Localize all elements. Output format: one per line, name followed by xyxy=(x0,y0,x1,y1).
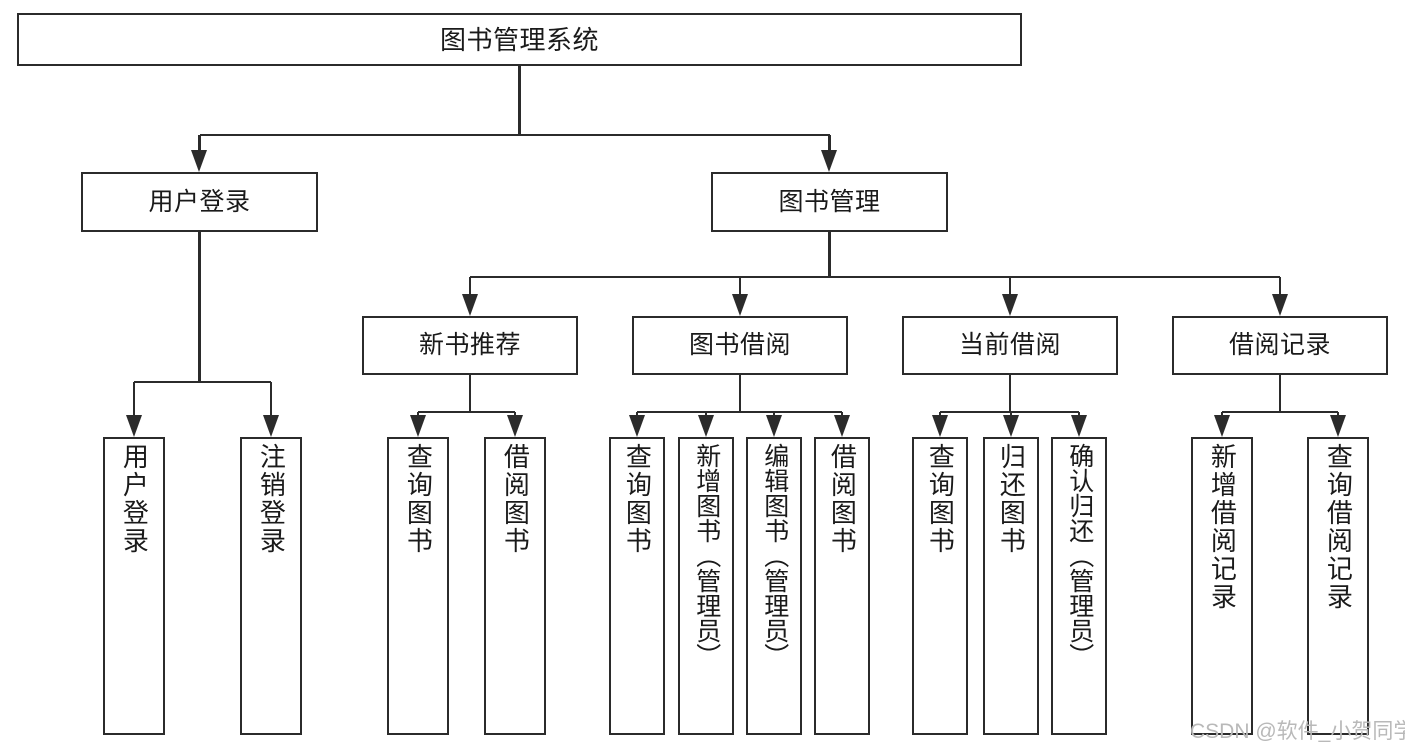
node-book-borrow-label: 图书借阅 xyxy=(688,331,791,359)
connector-root-bus xyxy=(199,133,830,137)
arrow-to-leaf-query-book-3-stem xyxy=(938,412,942,417)
node-leaf-borrow-book-1-label: 借阅图书 xyxy=(500,443,531,555)
node-book-manage-label: 图书管理 xyxy=(778,187,881,216)
arrow-to-user-login-stem xyxy=(198,135,201,152)
node-new-book-rec[interactable]: 新书推荐 xyxy=(362,316,578,375)
node-book-borrow[interactable]: 图书借阅 xyxy=(632,316,848,375)
node-leaf-return-book-label: 归还图书 xyxy=(996,443,1027,555)
node-leaf-add-record[interactable]: 新增借阅记录 xyxy=(1191,437,1253,735)
connector-user-login-bus xyxy=(134,380,271,384)
connector-book-borrow-drop xyxy=(738,375,742,412)
node-current-borrow-label: 当前借阅 xyxy=(958,331,1061,359)
arrow-to-leaf-user-login-head xyxy=(125,415,142,437)
arrow-to-leaf-query-book-3-head xyxy=(931,415,948,437)
arrow-to-book-manage-head xyxy=(821,150,837,172)
node-current-borrow[interactable]: 当前借阅 xyxy=(902,316,1118,375)
arrow-to-book-manage-stem xyxy=(828,135,831,152)
node-leaf-query-book-3-label: 查询图书 xyxy=(925,443,956,555)
arrow-to-leaf-user-logout-stem xyxy=(269,382,273,417)
arrow-to-book-borrow-stem xyxy=(738,277,742,296)
arrow-to-leaf-edit-book-stem xyxy=(772,412,776,417)
node-root[interactable]: 图书管理系统 xyxy=(17,13,1022,66)
connector-book-manage-drop xyxy=(828,232,831,277)
watermark-text: CSDN @软件_小贺同学 xyxy=(1190,720,1405,743)
arrow-to-borrow-record-head xyxy=(1271,294,1288,316)
node-leaf-borrow-book-1[interactable]: 借阅图书 xyxy=(484,437,546,735)
arrow-to-leaf-borrow-book-1-head xyxy=(506,415,523,437)
node-leaf-edit-book[interactable]: 编辑图书（管理员） xyxy=(746,437,802,735)
arrow-to-leaf-query-book-2-head xyxy=(628,415,645,437)
arrow-to-leaf-query-record-stem xyxy=(1336,412,1340,417)
node-leaf-return-book[interactable]: 归还图书 xyxy=(983,437,1039,735)
arrow-to-leaf-add-record-stem xyxy=(1220,412,1224,417)
node-leaf-query-record[interactable]: 查询借阅记录 xyxy=(1307,437,1369,735)
node-leaf-add-book[interactable]: 新增图书（管理员） xyxy=(678,437,734,735)
node-leaf-user-login-label: 用户登录 xyxy=(119,443,150,555)
connector-root-drop xyxy=(518,66,521,135)
arrow-to-leaf-add-book-stem xyxy=(704,412,708,417)
arrow-to-leaf-borrow-book-2-head xyxy=(833,415,850,437)
connector-borrow-record-drop xyxy=(1278,375,1282,412)
arrow-to-user-login-head xyxy=(191,150,207,172)
arrow-to-leaf-user-logout-head xyxy=(262,415,279,437)
connector-new-book-rec-drop xyxy=(468,375,472,412)
node-leaf-query-book-2[interactable]: 查询图书 xyxy=(609,437,665,735)
arrow-to-new-book-rec-head xyxy=(461,294,478,316)
node-leaf-borrow-book-2-label: 借阅图书 xyxy=(827,443,858,555)
node-leaf-confirm-return-label: 确认归还（管理员） xyxy=(1065,443,1094,668)
arrow-to-leaf-user-login-stem xyxy=(132,382,136,417)
arrow-to-book-borrow-head xyxy=(731,294,748,316)
connector-user-login-drop xyxy=(198,232,201,382)
node-leaf-user-login[interactable]: 用户登录 xyxy=(103,437,165,735)
connector-book-manage-bus xyxy=(470,275,1280,279)
connector-book-borrow-bus xyxy=(637,410,842,414)
node-user-login[interactable]: 用户登录 xyxy=(81,172,318,232)
node-leaf-add-record-label: 新增借阅记录 xyxy=(1207,443,1238,611)
arrow-to-leaf-return-book-stem xyxy=(1009,412,1013,417)
arrow-to-leaf-query-record-head xyxy=(1329,415,1346,437)
connector-borrow-record-bus xyxy=(1222,410,1338,414)
node-root-label: 图书管理系统 xyxy=(439,24,599,55)
node-borrow-record[interactable]: 借阅记录 xyxy=(1172,316,1388,375)
arrow-to-leaf-query-book-1-stem xyxy=(416,412,420,417)
node-leaf-query-record-label: 查询借阅记录 xyxy=(1323,443,1354,611)
arrow-to-new-book-rec-stem xyxy=(468,277,472,296)
node-leaf-query-book-2-label: 查询图书 xyxy=(622,443,653,555)
arrow-to-leaf-query-book-1-head xyxy=(409,415,426,437)
node-leaf-confirm-return[interactable]: 确认归还（管理员） xyxy=(1051,437,1107,735)
arrow-to-leaf-borrow-book-1-stem xyxy=(513,412,517,417)
node-leaf-add-book-label: 新增图书（管理员） xyxy=(692,443,721,668)
arrow-to-leaf-edit-book-head xyxy=(765,415,782,437)
node-leaf-edit-book-label: 编辑图书（管理员） xyxy=(760,443,789,668)
connector-current-borrow-drop xyxy=(1008,375,1012,412)
node-leaf-query-book-1[interactable]: 查询图书 xyxy=(387,437,449,735)
arrow-to-borrow-record-stem xyxy=(1278,277,1282,296)
arrow-to-leaf-confirm-return-head xyxy=(1070,415,1087,437)
node-leaf-user-logout-label: 注销登录 xyxy=(256,443,287,555)
arrow-to-leaf-borrow-book-2-stem xyxy=(840,412,844,417)
connector-current-borrow-bus xyxy=(940,410,1079,414)
arrow-to-current-borrow-stem xyxy=(1008,277,1012,296)
connector-new-book-rec-bus xyxy=(418,410,515,414)
node-leaf-user-logout[interactable]: 注销登录 xyxy=(240,437,302,735)
arrow-to-leaf-add-book-head xyxy=(697,415,714,437)
arrow-to-leaf-confirm-return-stem xyxy=(1077,412,1081,417)
node-user-login-label: 用户登录 xyxy=(148,187,251,216)
arrow-to-leaf-add-record-head xyxy=(1213,415,1230,437)
arrow-to-leaf-return-book-head xyxy=(1002,415,1019,437)
node-leaf-query-book-1-label: 查询图书 xyxy=(403,443,434,555)
arrow-to-leaf-query-book-2-stem xyxy=(635,412,639,417)
arrow-to-current-borrow-head xyxy=(1001,294,1018,316)
node-leaf-borrow-book-2[interactable]: 借阅图书 xyxy=(814,437,870,735)
node-borrow-record-label: 借阅记录 xyxy=(1228,331,1331,359)
node-book-manage[interactable]: 图书管理 xyxy=(711,172,948,232)
node-new-book-rec-label: 新书推荐 xyxy=(418,331,521,359)
node-leaf-query-book-3[interactable]: 查询图书 xyxy=(912,437,968,735)
